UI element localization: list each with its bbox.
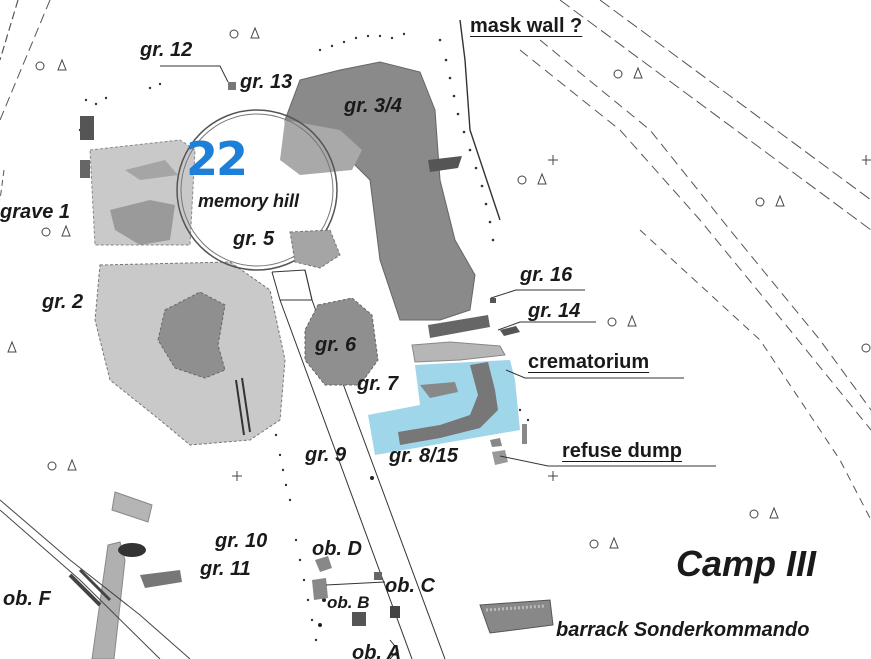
grave-6-area [304, 297, 379, 386]
label-gr-7: gr. 7 [357, 373, 399, 395]
label-ob-a: ob. A [352, 642, 402, 659]
label-gr-2: gr. 2 [42, 291, 84, 313]
label-gr-6: gr. 6 [315, 334, 357, 356]
label-ob-d: ob. D [312, 538, 362, 560]
label-refuse-dump: refuse dump [562, 440, 683, 462]
road-edge [599, 0, 871, 201]
label-gr-3-4: gr. 3/4 [344, 95, 402, 117]
handwritten-number: 22 [186, 132, 248, 186]
grave-2-core [157, 291, 226, 379]
label-ob-c: ob. C [385, 575, 435, 597]
label-gr-13: gr. 13 [240, 71, 293, 93]
label-grave-1: grave 1 [0, 201, 71, 223]
label-gr-12: gr. 12 [140, 39, 193, 61]
label-gr-14: gr. 14 [528, 300, 581, 322]
crematorium-building [398, 362, 498, 445]
road-edge [559, 0, 871, 231]
label-gr-9: gr. 9 [305, 444, 347, 466]
fence-line [0, 0, 19, 61]
label-memory-hill: memory hill [198, 191, 300, 211]
grave-1-core [110, 200, 175, 245]
label-gr-10: gr. 10 [215, 530, 268, 552]
label-gr-5: gr. 5 [233, 228, 275, 250]
label-barrack: barrack Sonderkommando [556, 619, 810, 641]
memory-hill-circle [176, 109, 338, 271]
label-gr-16: gr. 16 [520, 264, 573, 286]
label-gr-8-15: gr. 8/15 [389, 445, 458, 467]
fence-line [519, 49, 871, 431]
label-mask-wall: mask wall ? [470, 15, 583, 37]
label-gr-11: gr. 11 [200, 558, 251, 580]
mask-wall-line [459, 19, 501, 221]
label-crematorium: crematorium [528, 351, 650, 373]
fence-line [0, 0, 51, 121]
camp-title: Camp III [676, 543, 817, 584]
label-ob-b: ob. B [327, 593, 370, 612]
label-ob-f: ob. F [3, 588, 51, 610]
